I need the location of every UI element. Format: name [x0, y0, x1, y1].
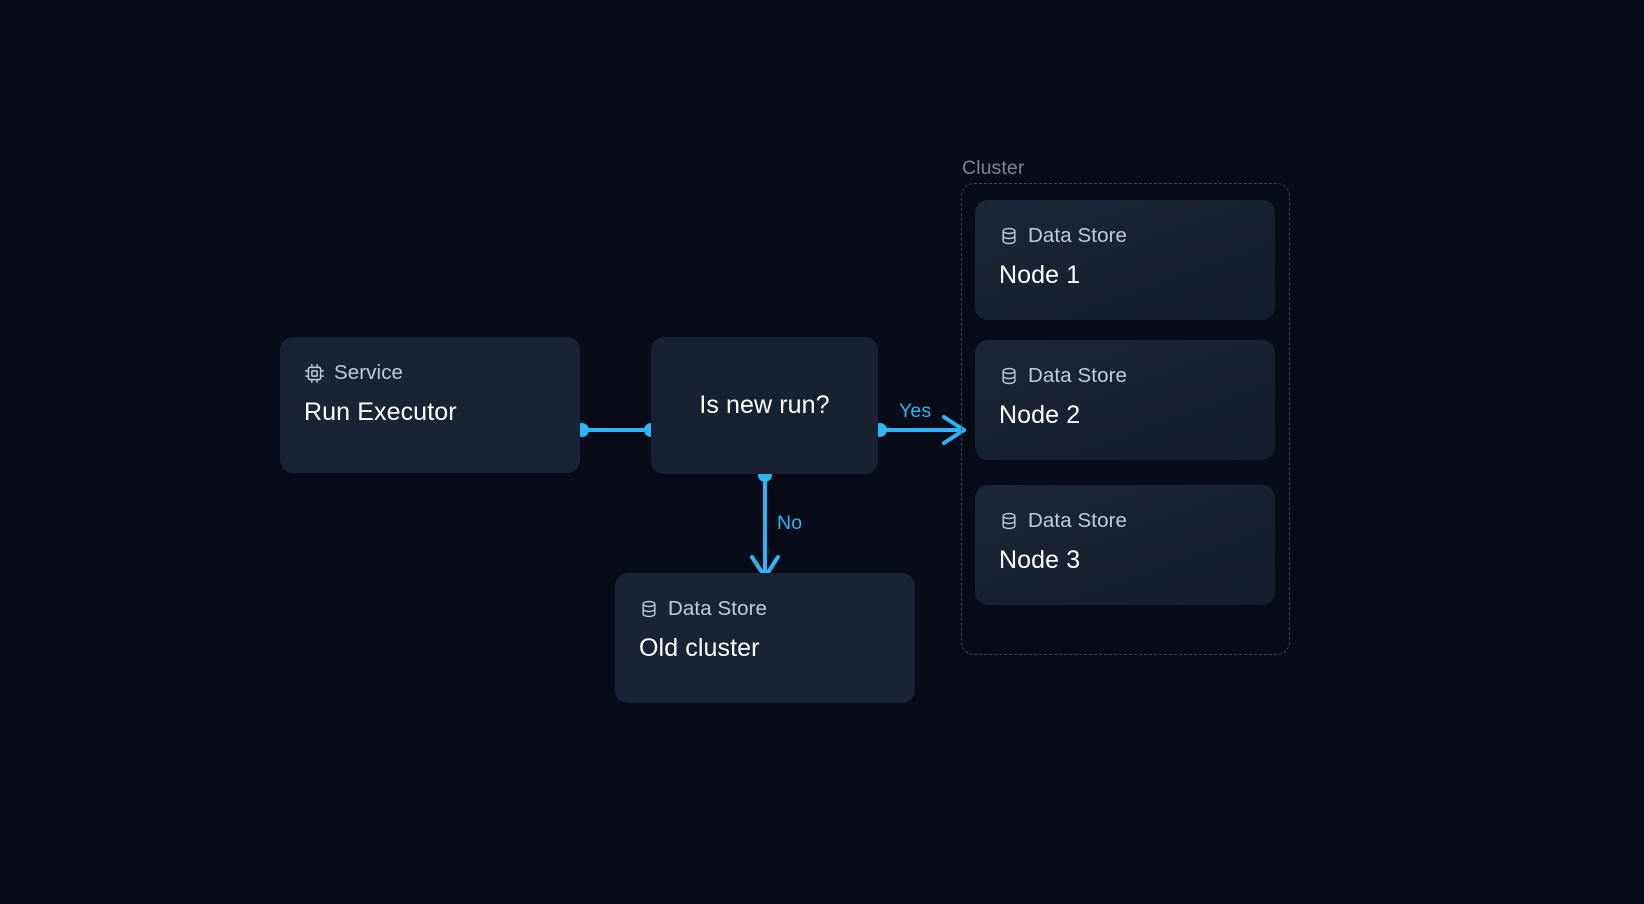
node-kind-row: Data Store	[999, 509, 1251, 532]
edge-label-yes: Yes	[899, 400, 932, 422]
node-title: Node 1	[999, 260, 1081, 289]
node-title: Node 2	[999, 400, 1081, 429]
node-kind-label: Data Store	[1028, 224, 1127, 247]
node-title: Run Executor	[304, 398, 457, 426]
database-icon	[999, 511, 1019, 531]
edge-label-no: No	[777, 512, 803, 534]
node-kind-row: Service	[304, 363, 556, 384]
node-kind-label: Service	[334, 361, 404, 385]
database-icon	[999, 226, 1019, 246]
node-cluster-node-3[interactable]: Data Store Node 3	[975, 485, 1275, 605]
node-run-executor[interactable]: Service Run Executor	[280, 337, 580, 473]
node-title: Old cluster	[639, 633, 760, 662]
node-kind-label: Data Store	[1028, 509, 1127, 532]
cluster-group-label: Cluster	[962, 157, 1025, 179]
node-cluster-node-1[interactable]: Data Store Node 1	[975, 200, 1275, 320]
edge-service-to-decision	[575, 423, 658, 437]
node-kind-row: Data Store	[999, 364, 1251, 387]
cluster-group-boundary	[961, 183, 1290, 655]
node-old-cluster[interactable]: Data Store Old cluster	[615, 573, 915, 703]
node-kind-label: Data Store	[668, 597, 767, 620]
database-icon	[999, 366, 1019, 386]
node-title: Node 3	[999, 545, 1081, 574]
node-kind-row: Data Store	[999, 224, 1251, 247]
decision-label: Is new run?	[699, 391, 830, 419]
node-kind-label: Data Store	[1028, 364, 1127, 387]
database-icon	[639, 599, 659, 619]
cpu-icon	[304, 363, 325, 384]
node-decision-is-new-run[interactable]: Is new run?	[651, 337, 878, 474]
node-cluster-node-2[interactable]: Data Store Node 2	[975, 340, 1275, 460]
edge-decision-to-old-cluster	[750, 468, 780, 579]
node-kind-row: Data Store	[639, 597, 891, 620]
